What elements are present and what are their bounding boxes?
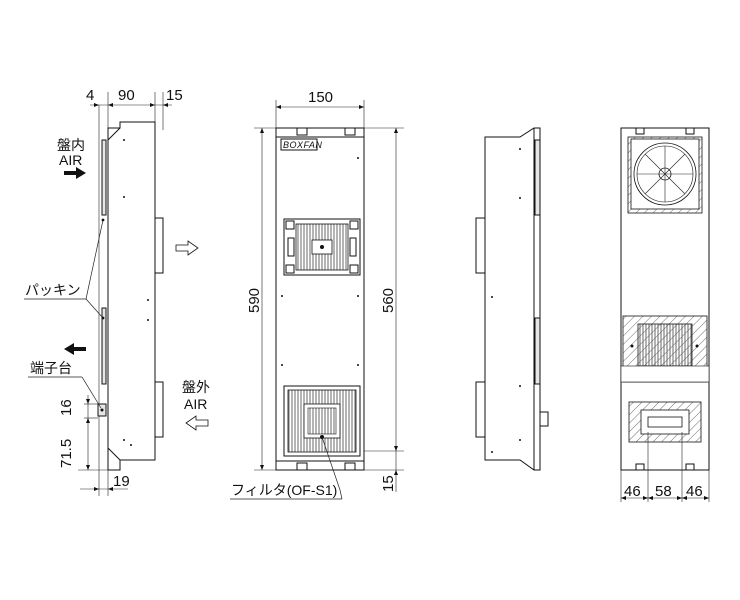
dim-rear-46-right: 46	[686, 483, 703, 500]
dim-side-16: 16	[58, 399, 75, 416]
dim-rear-58: 58	[655, 483, 672, 500]
brand-label: BOXFAN	[283, 140, 322, 150]
label-panel-inside-air: AIR	[59, 152, 82, 168]
arrow-left-icon	[64, 343, 86, 355]
dim-rear-46-left: 46	[624, 483, 641, 500]
side-right-body	[484, 127, 541, 471]
front-view: 150 590 560 15 BOXFAN	[230, 89, 404, 500]
rear-grille	[620, 315, 710, 383]
label-panel-outside-air: AIR	[184, 396, 207, 412]
dim-front-560: 560	[380, 288, 397, 313]
side-protrusion-top	[154, 217, 164, 274]
dim-side-4: 4	[86, 87, 94, 104]
dim-side-71-5: 71.5	[58, 439, 75, 468]
label-packing: パッキン	[25, 282, 81, 298]
label-filter: フィルタ(OF-S1)	[231, 482, 337, 498]
label-panel-outside: 盤外	[182, 379, 210, 395]
dim-side-19: 19	[113, 473, 130, 490]
side-view: 4 90 15 16 71.5	[24, 87, 183, 496]
side-protrusion-bottom	[154, 381, 164, 438]
arrow-outline-left-icon	[185, 415, 209, 431]
arrow-outline-right-icon	[175, 240, 199, 256]
dim-front-15: 15	[380, 475, 397, 492]
side-view-right	[475, 127, 549, 471]
rear-view: 46 58 46	[620, 127, 710, 502]
fan-icon	[627, 136, 703, 214]
label-panel-inside: 盤内	[57, 137, 85, 153]
label-terminal: 端子台	[30, 360, 72, 376]
dim-side-15: 15	[166, 87, 183, 104]
side-gasket-top	[101, 139, 107, 216]
front-grille-top	[283, 218, 361, 276]
front-filter-bottom	[283, 385, 361, 457]
side-body	[107, 121, 156, 471]
arrow-right-icon	[64, 167, 86, 179]
dim-front-150: 150	[308, 89, 333, 106]
rear-terminal-window	[628, 401, 702, 443]
dim-front-590: 590	[246, 288, 263, 313]
side-gasket-mid	[101, 307, 107, 385]
dim-side-90: 90	[118, 87, 135, 104]
